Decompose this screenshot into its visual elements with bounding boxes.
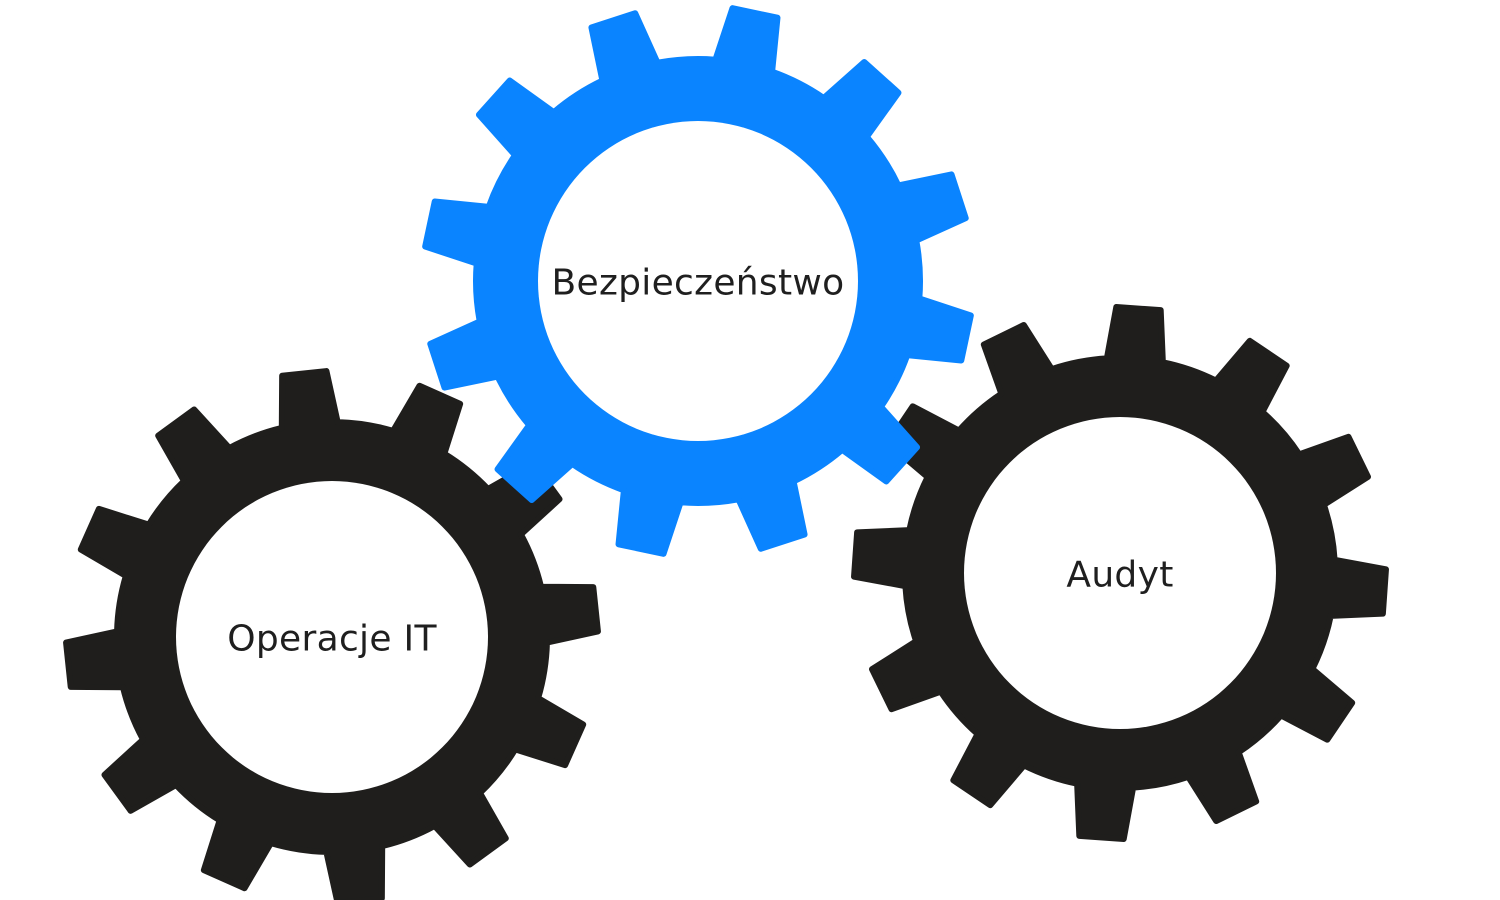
- gear-bezpieczenstwo-label: Bezpieczeństwo: [552, 263, 845, 304]
- gear-operacje-it-label: Operacje IT: [227, 619, 437, 660]
- gear-audyt-label: Audyt: [1066, 555, 1173, 596]
- gear-bezpieczenstwo: Bezpieczeństwo: [422, 5, 974, 557]
- gear-audyt-hub: [964, 417, 1276, 729]
- gear-bezpieczenstwo-hub: [538, 121, 858, 441]
- gear-audyt: Audyt: [851, 304, 1389, 842]
- gear-operacje-it-hub: [176, 481, 488, 793]
- gear-operacje-it: Operacje IT: [63, 368, 601, 900]
